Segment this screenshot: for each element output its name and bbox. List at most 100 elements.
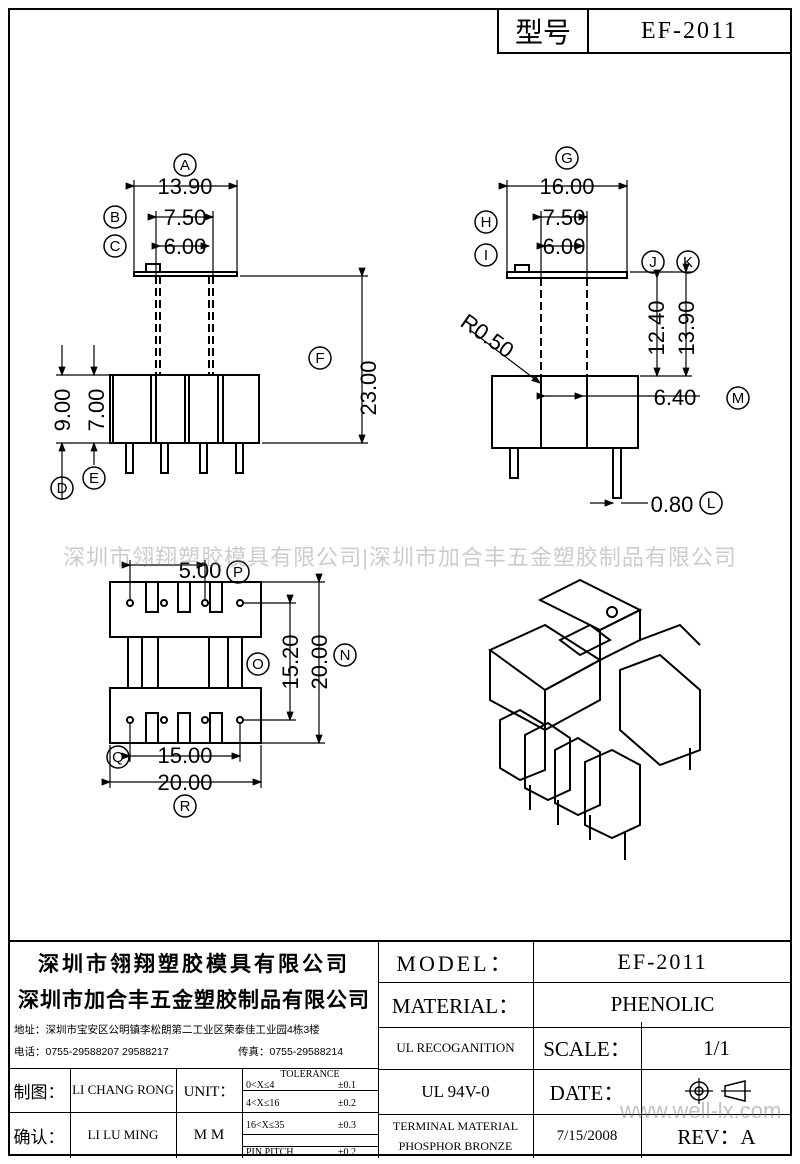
title-block: 深圳市翎翔塑胶模具有限公司 深圳市加合丰五金塑胶制品有限公司 地址：深圳市宝安区… (8, 940, 792, 1158)
technical-drawing: 13.90 7.50 6.00 23.00 9.00 7.00 16.00 7.… (50, 146, 750, 860)
dim-value-h: 7.50 (543, 205, 586, 230)
dimension-values: 13.90 7.50 6.00 23.00 9.00 7.00 16.00 7.… (50, 174, 699, 795)
callout-d: D (50, 476, 74, 500)
dim-value-d: 9.00 (50, 389, 75, 432)
callout-h: H (474, 210, 498, 234)
confirmed-by-label: 确认： (13, 1127, 65, 1147)
ul-label: UL RECOGANITION (396, 1040, 515, 1055)
front-view (109, 263, 260, 474)
company-fax: 传真：0755-29588214 (238, 1045, 344, 1058)
svg-text:B: B (110, 209, 120, 226)
svg-text:A: A (180, 157, 190, 174)
svg-text:J: J (649, 254, 657, 271)
company-name-2: 深圳市加合丰五金塑胶制品有限公司 (18, 989, 370, 1012)
ul-value: UL 94V-0 (421, 1081, 490, 1101)
drawn-by-value: LI CHANG RONG (72, 1082, 174, 1097)
svg-text:G: G (561, 150, 573, 167)
callout-l: L (699, 491, 723, 515)
callout-k: K (676, 250, 700, 274)
svg-text:N: N (340, 647, 351, 664)
isometric-view (488, 578, 701, 860)
tolerance-value-1: ±0.1 (338, 1079, 356, 1091)
dim-value-p: 5.00 (179, 558, 222, 583)
dim-value-j: 12.40 (644, 300, 669, 355)
callout-n: N (333, 643, 357, 667)
tolerance-range-3: 16<X≤35 (246, 1119, 285, 1131)
callout-g: G (555, 146, 579, 170)
svg-text:R: R (180, 798, 191, 815)
callout-q: Q (106, 745, 130, 769)
svg-text:Q: Q (112, 749, 124, 766)
material-label: MATERIAL： (391, 993, 520, 1018)
dim-value-radius: R0.50 (456, 309, 518, 363)
callout-c: C (103, 234, 127, 258)
watermark-text: 深圳市翎翔塑胶模具有限公司|深圳市加合丰五金塑胶制品有限公司 (63, 545, 737, 570)
dim-value-c: 6.00 (164, 234, 207, 259)
dim-value-r: 20.00 (157, 770, 212, 795)
callout-f: F (308, 346, 332, 370)
material-value: PHENOLIC (610, 992, 715, 1016)
watermark-site: www.well-lx.com (620, 1098, 782, 1123)
tolerance-value-3: ±0.3 (338, 1119, 356, 1131)
svg-text:P: P (233, 564, 243, 581)
date-label: DATE： (549, 1080, 625, 1105)
model-value: EF-2011 (617, 949, 708, 974)
terminal-material-2: PHOSPHOR BRONZE (398, 1138, 513, 1153)
svg-text:C: C (110, 238, 121, 255)
callout-r: R (173, 794, 197, 818)
svg-text:L: L (707, 495, 715, 512)
svg-text:F: F (315, 350, 324, 367)
projection-symbol-svg (685, 1078, 751, 1104)
tolerance-title: TOLERANCE (280, 1069, 340, 1080)
company-phone: 电话：0755-29588207 29588217 (14, 1045, 169, 1058)
date-value: 7/15/2008 (556, 1127, 618, 1144)
tolerance-value-2: ±0.2 (338, 1097, 356, 1109)
scale-label: SCALE： (543, 1037, 631, 1061)
drawing-frame (8, 8, 792, 1156)
unit-label: UNIT： (183, 1083, 235, 1100)
header-model-label-text: 型号 (514, 18, 571, 49)
svg-text:I: I (484, 247, 488, 264)
model-label: MODEL： (396, 951, 515, 976)
dimension-lines (56, 180, 700, 788)
terminal-material-1: TERMINAL MATERIAL (392, 1118, 519, 1133)
dim-value-l: 0.80 (651, 492, 694, 517)
dim-value-a: 13.90 (157, 174, 212, 199)
svg-text:H: H (481, 214, 492, 231)
dim-value-i: 6.00 (543, 234, 586, 259)
scale-value: 1/1 (703, 1035, 730, 1060)
callout-p: P (226, 560, 250, 584)
callout-e: E (82, 466, 106, 490)
callout-j: J (641, 250, 665, 274)
tolerance-value-4: ±0.2 (338, 1146, 356, 1158)
callout-b: B (103, 205, 127, 229)
tolerance-range-2: 4<X≤16 (246, 1097, 280, 1109)
dim-value-m: 6.40 (654, 385, 697, 410)
unit-value: M M (193, 1126, 225, 1143)
company-address: 地址：深圳市宝安区公明镇李松朗第二工业区荣泰佳工业园4栋3楼 (14, 1023, 320, 1036)
svg-text:M: M (732, 390, 745, 407)
dim-value-n: 20.00 (307, 634, 332, 689)
dimension-letter-callouts: A B C D E F G H I J K L M N O P Q R (50, 146, 750, 818)
callout-o: O (246, 652, 270, 676)
tolerance-range-1: 0<X≤4 (246, 1079, 275, 1091)
header-model-value-text: EF-2011 (640, 17, 739, 44)
svg-text:K: K (683, 254, 693, 271)
company-name-1: 深圳市翎翔塑胶模具有限公司 (38, 953, 350, 976)
dim-value-e: 7.00 (84, 389, 109, 432)
dim-value-k: 13.90 (674, 300, 699, 355)
callout-a: A (173, 153, 197, 177)
callout-m: M (726, 386, 750, 410)
confirmed-by-value: LI LU MING (87, 1127, 159, 1142)
svg-text:O: O (252, 656, 264, 673)
drawn-by-label: 制图： (13, 1082, 65, 1102)
revision: REV：A (677, 1125, 756, 1149)
dim-value-q: 15.00 (157, 743, 212, 768)
callout-i: I (474, 243, 498, 267)
dim-value-f: 23.00 (356, 360, 381, 415)
header-model-label: 型号 (497, 8, 589, 54)
dim-value-o: 15.20 (278, 634, 303, 689)
header-model-value: EF-2011 (587, 8, 792, 54)
svg-text:E: E (89, 470, 99, 487)
tolerance-range-4: PIN PITCH (246, 1146, 294, 1158)
